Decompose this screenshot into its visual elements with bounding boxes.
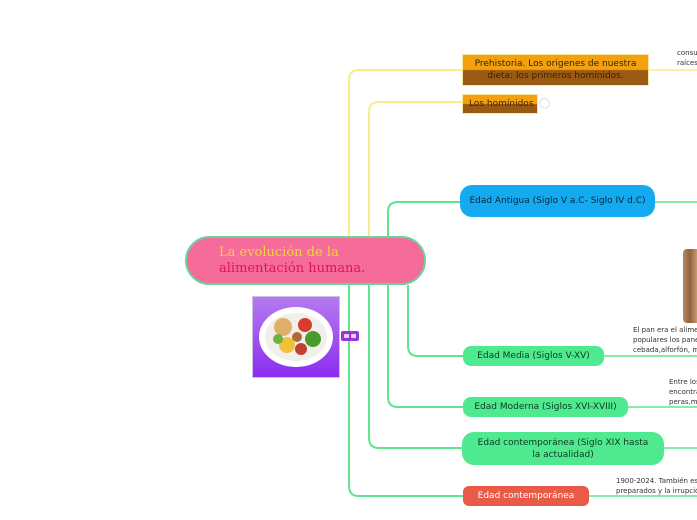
central-topic[interactable]: La evolución de la alimentación humana.: [185, 236, 426, 285]
topic-edad-contemporanea-2[interactable]: Edad contemporánea: [463, 486, 589, 506]
topic-edad-moderna-label: Edad Moderna (Siglos XVI-XVIII): [474, 401, 616, 413]
topic-edad-moderna[interactable]: Edad Moderna (Siglos XVI-XVIII): [463, 397, 628, 417]
link-edad-contemporanea-2: [349, 285, 463, 496]
note-entre-line1: Entre los: [669, 377, 697, 387]
topic-edad-contemporanea-2-label: Edad contemporánea: [478, 491, 575, 501]
topic-hominidos-label: Los homínidos: [469, 98, 534, 110]
topic-edad-contemporanea-1-line2: la actualidad): [478, 449, 649, 461]
note-consumo-line1: consu: [677, 48, 697, 58]
topic-edad-contemporanea-1[interactable]: Edad contemporánea (Siglo XIX hasta la a…: [462, 432, 664, 465]
lightbulb-icon: ◯: [539, 98, 550, 109]
note-consumo: consu raíces: [677, 48, 697, 68]
note-entre: Entre los encontra peras,m: [669, 377, 697, 407]
topic-edad-media-label: Edad Media (Siglos V-XV): [477, 350, 590, 362]
note-consumo-line2: raíces: [677, 58, 697, 68]
link-edad-moderna: [388, 285, 463, 407]
bread-image: [683, 249, 697, 323]
topic-prehistoria-line1: Prehistoria. Los origenes de nuestra: [475, 58, 637, 70]
topic-edad-media[interactable]: Edad Media (Siglos V-XV): [463, 346, 604, 366]
link-edad-antigua: [388, 202, 460, 236]
topic-prehistoria-line2: dieta: los primeros homínidos.: [475, 70, 637, 82]
topic-edad-antigua[interactable]: Edad Antigua (Siglo V a.C- Siglo IV d.C): [460, 185, 655, 217]
food-plate-icon: [253, 297, 339, 377]
notes-badge-icon[interactable]: [341, 331, 359, 341]
note-pan: El pan era el alime populares los pane c…: [633, 325, 697, 355]
topic-edad-antigua-label: Edad Antigua (Siglo V a.C- Siglo IV d.C): [469, 196, 645, 206]
note-pan-line3: cebada,alforfón, m: [633, 345, 697, 355]
central-topic-line1: La evolución de la: [219, 245, 365, 261]
note-entre-line3: peras,m: [669, 397, 697, 407]
topic-hominidos[interactable]: Los homínidos: [462, 94, 538, 114]
link-edad-contemporanea-1: [369, 285, 462, 448]
topic-edad-contemporanea-1-line1: Edad contemporánea (Siglo XIX hasta: [478, 437, 649, 449]
note-pan-line2: populares los pane: [633, 335, 697, 345]
link-edad-media: [408, 285, 463, 356]
note-contemporanea: 1900-2024. También es l preparados y la …: [616, 476, 697, 496]
note-contemporanea-line2: preparados y la irrupció: [616, 486, 697, 496]
food-plate-image: [252, 296, 340, 378]
link-prehistoria: [349, 70, 462, 236]
link-hominidos: [369, 102, 462, 236]
note-pan-line1: El pan era el alime: [633, 325, 697, 335]
note-contemporanea-line1: 1900-2024. También es l: [616, 476, 697, 486]
note-entre-line2: encontra: [669, 387, 697, 397]
topic-prehistoria[interactable]: Prehistoria. Los origenes de nuestra die…: [462, 54, 649, 86]
central-topic-line2: alimentación humana.: [219, 261, 365, 277]
